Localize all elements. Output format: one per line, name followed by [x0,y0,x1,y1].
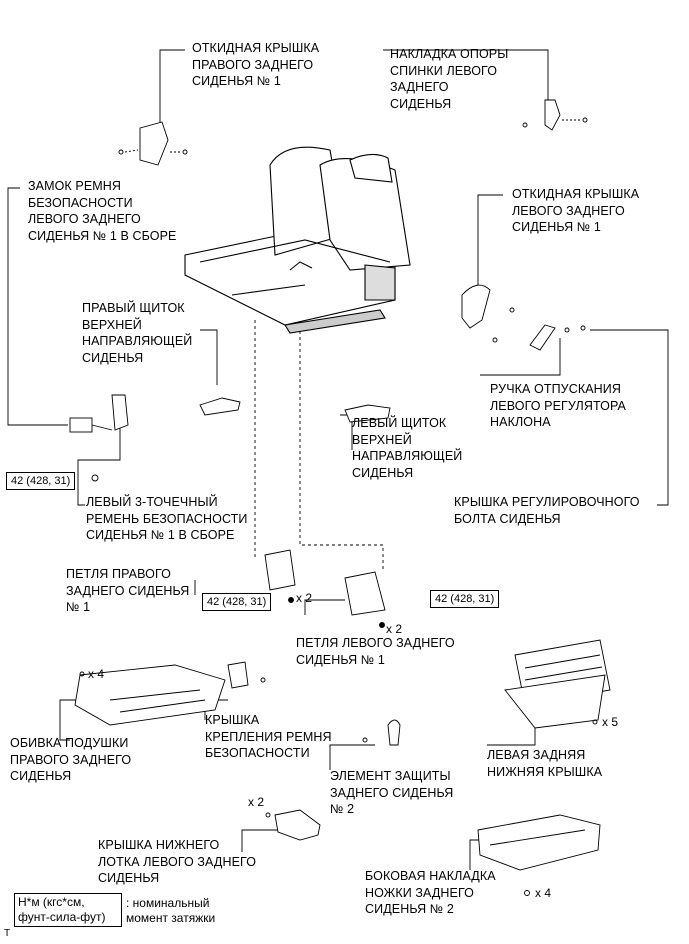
leader-lh-recliner-handle [480,338,561,376]
torque-legend-text: : номинальный момент затяжки [126,896,216,925]
label-lh-recliner-handle: РУЧКА ОТПУСКАНИЯ ЛЕВОГО РЕГУЛЯТОРА НАКЛО… [490,382,626,429]
count-rh-hinge: x 2 [296,591,313,605]
leader-adjuster-bolt-cover [590,329,669,506]
label-lh-back-support-cover: НАКЛАДКА ОПОРЫ СПИНКИ ЛЕВОГО ЗАДНЕГО СИД… [390,47,509,111]
torque-legend-box: Н*м (кгс*см, фунт-сила-фут) [14,893,122,927]
label-rh-hinge-cover: ОТКИДНАЯ КРЫШКА ПРАВОГО ЗАДНЕГО СИДЕНЬЯ … [192,41,320,88]
leader-tray-cover [241,829,280,852]
label-lh-hinge-cover: ОТКИДНАЯ КРЫШКА ЛЕВОГО ЗАДНЕГО СИДЕНЬЯ №… [512,187,640,234]
label-belt-anchor-cover: КРЫШКА КРЕПЛЕНИЯ РЕМНЯ БЕЗОПАСНОСТИ [205,713,332,760]
rh-upper-rail-cover-part [199,397,241,416]
count-cushion-undercover: x 4 [88,667,105,681]
lh-hinge-part [344,571,386,616]
label-rh-upper-rail-cover: ПРАВЫЙ ЩИТОК ВЕРХНЕЙ НАПРАВЛЯЮЩЕЙ СИДЕНЬ… [82,301,193,365]
rear-seat-assembly [184,146,411,334]
label-lh-seatbelt-buckle: ЗАМОК РЕМНЯ БЕЗОПАСНОСТИ ЛЕВОГО ЗАДНЕГО … [28,179,177,243]
rh-hinge-cover-part [118,121,188,166]
rear-lower-cover-part [504,639,611,729]
leader-lh-hinge-cover [477,194,503,285]
label-protector: ЭЛЕМЕНТ ЗАЩИТЫ ЗАДНЕГО СИДЕНЬЯ № 2 [330,769,454,816]
cushion-undercover-part [74,664,226,726]
dashed-hinge-leader-lh [299,325,384,570]
lh-hinge-cover-part [461,284,515,343]
rh-hinge-part [264,549,296,591]
leg-side-cover-part [477,814,601,896]
label-leg-cover: БОКОВАЯ НАКЛАДКА НОЖКИ ЗАДНЕГО СИДЕНЬЯ №… [365,869,496,916]
label-rh-hinge: ПЕТЛЯ ПРАВОГО ЗАДНЕГО СИДЕНЬЯ № 1 [66,567,190,614]
count-leg-cover: x 4 [535,886,552,900]
lh-back-support-cover-part [522,99,588,131]
count-lh-hinge: x 2 [386,622,403,636]
count-lower-cover: x 5 [602,715,619,729]
leader-lh-seatbelt-buckle [7,187,68,426]
label-lh-hinge: ПЕТЛЯ ЛЕВОГО ЗАДНЕГО СИДЕНЬЯ № 1 [296,636,455,667]
label-adjuster-bolt-cover: КРЫШКА РЕГУЛИРОВОЧНОГО БОЛТА СИДЕНЬЯ [454,495,640,526]
leader-rh-upper-rail-cover [200,329,218,385]
torque-rh-hinge: 42 (428, 31) [202,593,272,611]
corner-mark: T [4,928,11,939]
label-tray-cover: КРЫШКА НИЖНЕГО ЛОТКА ЛЕВОГО ЗАДНЕГО СИДЕ… [98,838,257,885]
leader-lh-back-support-cover [383,49,549,100]
leader-rh-hinge-cover [159,49,185,130]
leader-protector [329,744,375,770]
lh-upper-rail-cover-part [344,404,391,423]
label-3point-belt: ЛЕВЫЙ 3-ТОЧЕЧНЫЙ РЕМЕНЬ БЕЗОПАСНОСТИ СИД… [86,495,248,542]
label-cushion-undercover: ОБИВКА ПОДУШКИ ПРАВОГО ЗАДНЕГО СИДЕНЬЯ [10,736,132,783]
count-tray-cover: x 2 [248,795,265,809]
tray-cover-part [265,809,321,841]
seatbelt-buckle-part [69,394,129,482]
torque-lh-hinge: 42 (428, 31) [430,590,500,608]
belt-anchor-cover-part [227,661,266,689]
torque-belt: 42 (428, 31) [6,472,76,490]
leader-lh-hinge [304,599,345,615]
label-rear-lower-cover: ЛЕВАЯ ЗАДНЯЯ НИЖНЯЯ КРЫШКА [487,748,603,779]
torque-legend-units: Н*м (кгс*см, фунт-сила-фут) [18,895,106,924]
label-lh-upper-rail-cover: ЛЕВЫЙ ЩИТОК ВЕРХНЕЙ НАПРАВЛЯЮЩЕЙ СИДЕНЬЯ [352,416,463,480]
leader-3point-belt [77,410,121,506]
leader-lower-cover [487,720,536,746]
protector-part [387,719,401,746]
recliner-handle-part [529,324,586,351]
